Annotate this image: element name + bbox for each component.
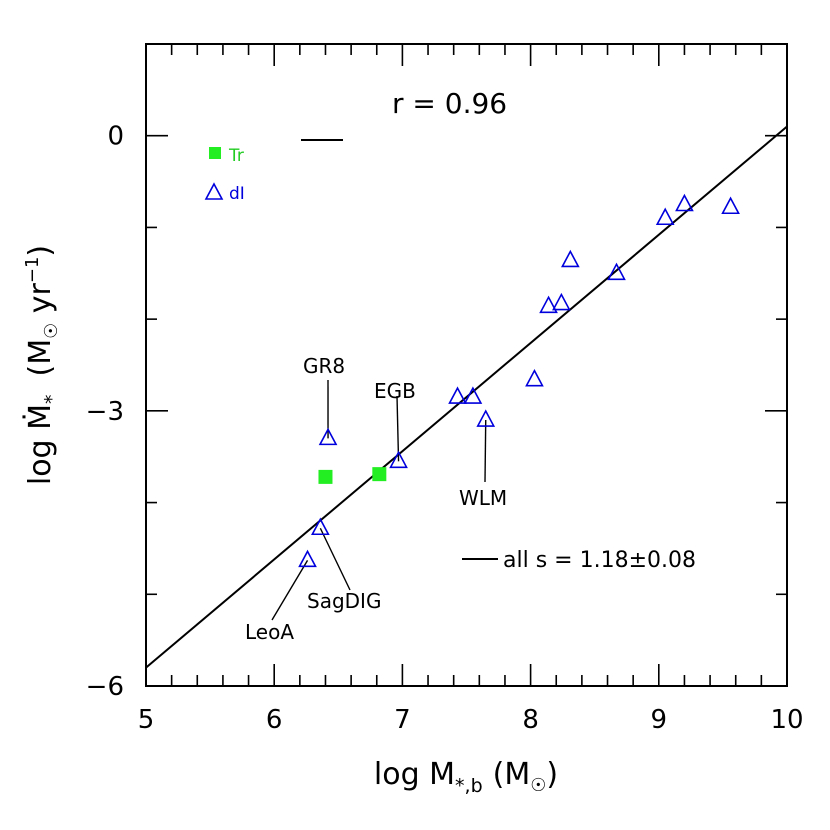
annotation-wlm: WLM xyxy=(459,486,507,510)
annotation-leoa: LeoA xyxy=(245,620,294,644)
tick-labels: 5 6 7 8 9 10 −6 −3 0 xyxy=(86,122,804,735)
y-tick-label: −3 xyxy=(86,397,124,427)
data-point-di xyxy=(721,196,740,215)
data-point-di xyxy=(318,427,338,446)
legend-marker-di xyxy=(204,182,224,200)
annotation-leader xyxy=(271,559,309,621)
fit-line xyxy=(145,125,788,669)
annotation-leader xyxy=(319,527,351,591)
data-point-di xyxy=(389,450,408,469)
x-tick-label: 10 xyxy=(770,705,803,735)
y-tick-label: −6 xyxy=(86,672,124,702)
data-point-di xyxy=(298,549,317,568)
data-point-di xyxy=(476,409,496,427)
legend-label-di: dI xyxy=(229,184,245,204)
annotation-sagdig: SagDIG xyxy=(307,589,381,613)
y-axis-title: log Ṁ*(M☉ yr−1) xyxy=(22,245,63,485)
annotation-leaders xyxy=(271,379,487,621)
annotation-egb: EGB xyxy=(374,379,416,403)
x-tick-label: 6 xyxy=(266,705,283,735)
plot-frame xyxy=(145,43,788,687)
fit-line-group xyxy=(145,125,788,669)
x-tick-label: 8 xyxy=(522,705,539,735)
data-point-tr xyxy=(318,469,333,484)
data-point-tr xyxy=(372,467,387,482)
data-point-di xyxy=(552,292,571,311)
legend-marker-tr xyxy=(209,147,221,159)
annotation-gr8: GR8 xyxy=(303,354,345,378)
data-point-di xyxy=(448,386,467,404)
annotation-leader xyxy=(484,420,487,483)
data-point-di xyxy=(561,249,580,268)
axis-ticks xyxy=(145,43,788,687)
data-point-di xyxy=(463,386,483,404)
y-tick-label: 0 xyxy=(107,122,124,152)
annotation-leader xyxy=(396,395,400,462)
correlation-label: r = 0.96 xyxy=(392,87,507,120)
data-point-di xyxy=(675,193,694,212)
legend-label-tr: Tr xyxy=(228,146,244,166)
data-point-di xyxy=(539,295,558,314)
data-point-di xyxy=(607,262,626,281)
x-tick-label: 7 xyxy=(394,705,411,735)
data-points xyxy=(298,193,740,568)
data-point-di xyxy=(525,368,544,387)
data-point-di xyxy=(655,207,675,226)
data-point-di xyxy=(311,517,330,536)
x-tick-label: 5 xyxy=(138,705,155,735)
x-axis-title: log M*,b(M☉) xyxy=(374,757,558,797)
fit-label: all s = 1.18±0.08 xyxy=(503,548,696,573)
x-tick-label: 9 xyxy=(651,705,668,735)
